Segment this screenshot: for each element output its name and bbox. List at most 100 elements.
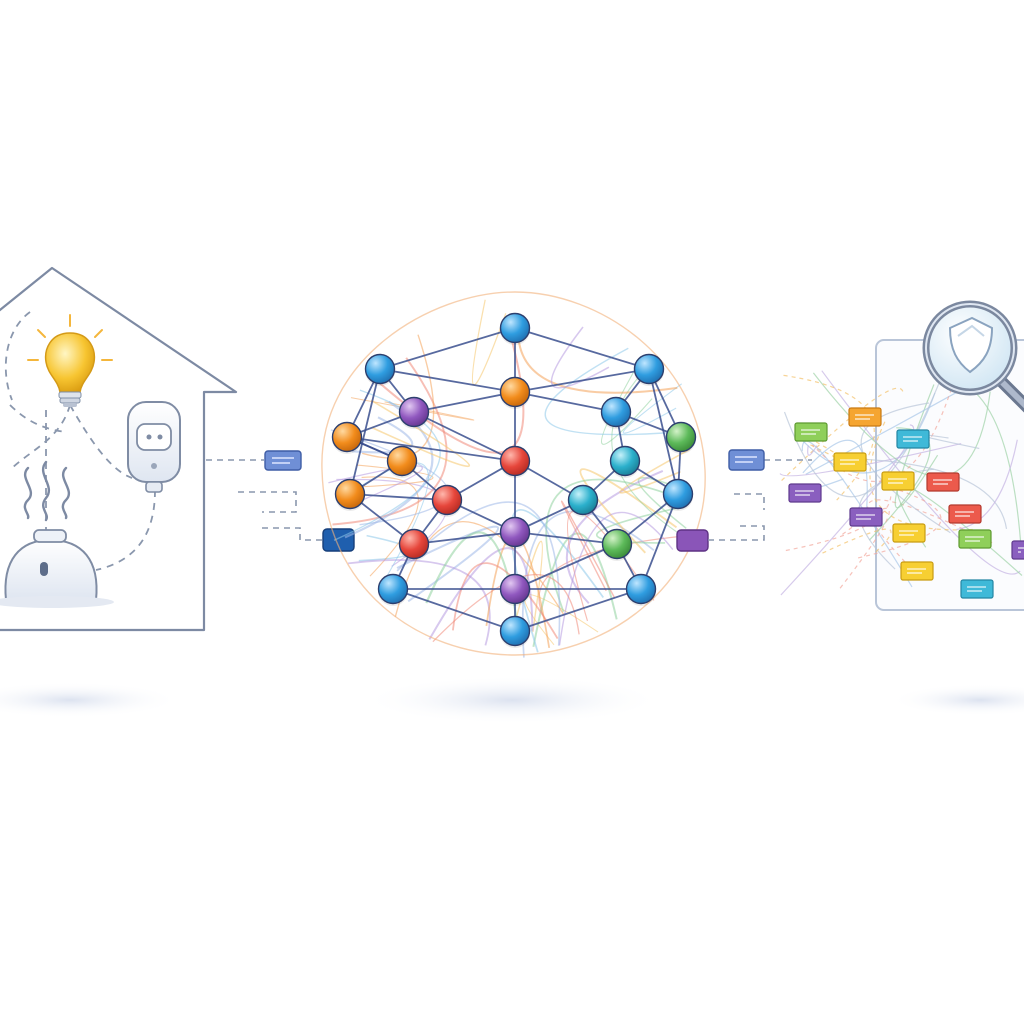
network-node-n11 [665,421,697,453]
insight-link [801,392,936,474]
shield-icon [948,316,994,374]
house-links [4,311,156,571]
insight-link [780,424,915,596]
network-edge [648,368,679,495]
network-node-n16 [398,528,430,560]
network-edge [392,588,516,632]
network-node-n8 [386,445,418,477]
aura-strand [619,448,691,494]
network-node-n9 [499,445,531,477]
aura-strand [544,347,682,436]
aura-strand [328,465,423,507]
insight-tag [849,507,883,527]
network-edge [514,531,618,545]
insight-link [807,445,818,456]
right-connectors [676,449,812,552]
insight-link [860,402,951,534]
network-node-n4 [633,353,665,385]
home-shadow [0,682,180,718]
aura-strand [545,478,686,613]
insight-tag [958,529,992,549]
insight-tags [788,407,1024,599]
network-edge [379,327,516,370]
network-node-n19 [377,573,409,605]
network-nodes [331,312,697,648]
network-hull [321,291,706,656]
aura-strand [362,334,435,459]
insight-link [971,388,1023,554]
network-node-n12 [334,478,366,510]
heat-waves-icon [23,460,71,522]
insight-link [779,387,904,483]
output-shadow [890,684,1024,716]
network-node-n18 [601,528,633,560]
aura-strand [579,468,678,554]
insight-tag [926,472,960,492]
aura-strand [332,357,448,526]
insight-tag [900,561,934,581]
network-edge [514,391,617,413]
network-edge [413,531,516,545]
kettle-icon [0,529,114,608]
insight-link [839,507,890,589]
insight-tag [1011,540,1024,560]
insight-link [869,421,976,531]
aura-strand [622,383,683,434]
network-node-n17 [499,516,531,548]
insight-link [857,488,942,559]
aura-strand [558,511,674,646]
insight-tag [948,504,982,524]
smart-home-panel [0,266,238,632]
network-edge [514,368,650,393]
magnifier-icon [922,300,1024,413]
insight-tag [794,422,828,442]
network-node-n1 [499,312,531,344]
aura-strand [428,547,534,640]
network-shadow [362,676,662,724]
network-edge [514,543,618,590]
network-node-n15 [662,478,694,510]
output-node [676,529,709,552]
house-outline [0,266,238,632]
insight-tag [896,429,930,449]
insight-tag [960,579,994,599]
network-node-n14 [567,484,599,516]
network-edge [640,493,679,590]
insight-tag [833,452,867,472]
aura-strand [565,469,664,604]
aura-strand [550,326,610,389]
network-node-n13 [431,484,463,516]
network-edge [413,411,516,462]
network-edge [514,588,642,632]
network-node-n3 [499,376,531,408]
insight-link [779,443,962,477]
insight-link [783,374,875,501]
network-edge [346,436,516,462]
network-node-n7 [331,421,363,453]
insight-tag [848,407,882,427]
aura-strand [595,506,681,544]
aura-strand [521,510,655,658]
network-node-n10 [609,445,641,477]
aura-strand [538,534,699,621]
network-edge [379,368,516,393]
network-node-n6 [600,396,632,428]
left-connectors [206,450,355,552]
insight-link [802,439,868,516]
network-node-n21 [499,615,531,647]
network-edge [349,368,381,495]
aura-strand [396,525,500,603]
smart-plug-icon [127,401,181,493]
insight-tag [881,471,915,491]
network-node-n2 [364,353,396,385]
insight-link [783,371,945,498]
network-edge [514,327,650,370]
network-edge [413,391,516,413]
insight-tag [788,483,822,503]
network-node-n22 [625,573,657,605]
network-node-n20 [499,573,531,605]
neural-network [321,291,706,658]
insights-panel [779,300,1024,611]
network-node-n5 [398,396,430,428]
